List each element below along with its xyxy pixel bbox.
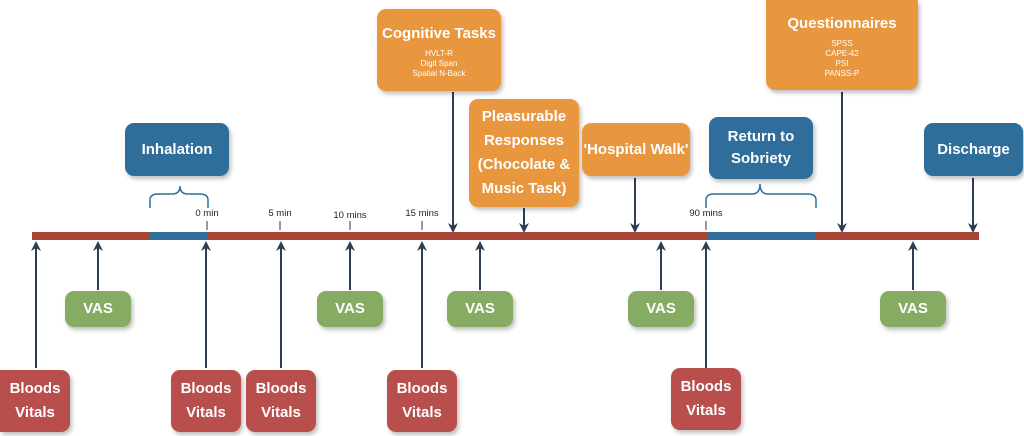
bloods-label: Bloods: [396, 380, 448, 397]
pleasurable-line: Music Task): [481, 180, 567, 197]
vitals-label: Vitals: [15, 404, 55, 421]
bloods-vitals-box: Bloods Vitals: [671, 368, 741, 430]
vas-box: VAS: [880, 291, 946, 327]
hospital-walk-title: 'Hospital Walk': [583, 140, 689, 158]
cognitive-item: HVLT-R: [425, 48, 453, 58]
pleasurable-line: (Chocolate &: [477, 156, 571, 173]
inhalation-title: Inhalation: [141, 140, 213, 158]
cognitive-item: Spatial N-Back: [412, 68, 466, 78]
questionnaire-item: PSI: [835, 58, 849, 68]
timeline-segment-post: [816, 232, 979, 240]
tick-label-90: 90 mins: [689, 208, 723, 219]
vas-box: VAS: [65, 291, 131, 327]
questionnaires-box: Questionnaires SPSS CAPE-42 PSI PANSS-P: [766, 0, 918, 90]
vas-label: VAS: [83, 300, 113, 317]
timeline-segment-pre: [32, 232, 150, 240]
bloods-vitals-box: Bloods Vitals: [0, 370, 70, 432]
pleasurable-responses-box: Pleasurable Responses (Chocolate & Music…: [469, 99, 579, 207]
tick-label-5: 5 min: [268, 208, 292, 219]
bloods-label: Bloods: [255, 380, 307, 397]
vas-box: VAS: [317, 291, 383, 327]
bloods-label: Bloods: [180, 380, 232, 397]
bloods-vitals-box: Bloods Vitals: [171, 370, 241, 432]
sobriety-line: Sobriety: [730, 150, 791, 167]
tick-label-0: 0 min: [195, 208, 219, 219]
vas-label: VAS: [335, 300, 365, 317]
questionnaire-item: CAPE-42: [825, 48, 859, 58]
cognitive-tasks-title: Cognitive Tasks: [382, 24, 496, 42]
vas-label: VAS: [646, 300, 676, 317]
inhalation-brace: [149, 185, 209, 208]
sobriety-brace: [705, 183, 817, 208]
pleasurable-line: Pleasurable: [481, 108, 567, 125]
vas-label: VAS: [465, 300, 495, 317]
cognitive-item: Digit Span: [420, 58, 458, 68]
pleasurable-line: Responses: [483, 132, 565, 149]
questionnaire-item: SPSS: [831, 38, 853, 48]
bloods-vitals-box: Bloods Vitals: [246, 370, 316, 432]
timeline-segment-main: [208, 232, 708, 240]
cognitive-tasks-box: Cognitive Tasks HVLT-R Digit Span Spatia…: [377, 9, 501, 91]
vas-label: VAS: [898, 300, 928, 317]
tick-label-15: 15 mins: [405, 208, 439, 219]
bloods-label: Bloods: [680, 378, 732, 395]
discharge-title: Discharge: [937, 140, 1010, 158]
return-to-sobriety-box: Return to Sobriety: [709, 117, 813, 179]
bloods-vitals-box: Bloods Vitals: [387, 370, 457, 432]
timeline-segment-inhalation: [150, 232, 208, 240]
vitals-label: Vitals: [186, 404, 226, 421]
vitals-label: Vitals: [261, 404, 301, 421]
vas-box: VAS: [447, 291, 513, 327]
vitals-label: Vitals: [686, 402, 726, 419]
discharge-box: Discharge: [924, 123, 1023, 176]
vas-box: VAS: [628, 291, 694, 327]
inhalation-box: Inhalation: [125, 123, 229, 176]
sobriety-line: Return to: [727, 128, 795, 145]
timeline-segment-sobriety: [708, 232, 816, 240]
questionnaires-title: Questionnaires: [787, 14, 897, 32]
vitals-label: Vitals: [402, 404, 442, 421]
questionnaire-item: PANSS-P: [824, 68, 860, 78]
tick-label-10: 10 mins: [333, 210, 367, 221]
hospital-walk-box: 'Hospital Walk': [582, 123, 690, 176]
bloods-label: Bloods: [9, 380, 61, 397]
